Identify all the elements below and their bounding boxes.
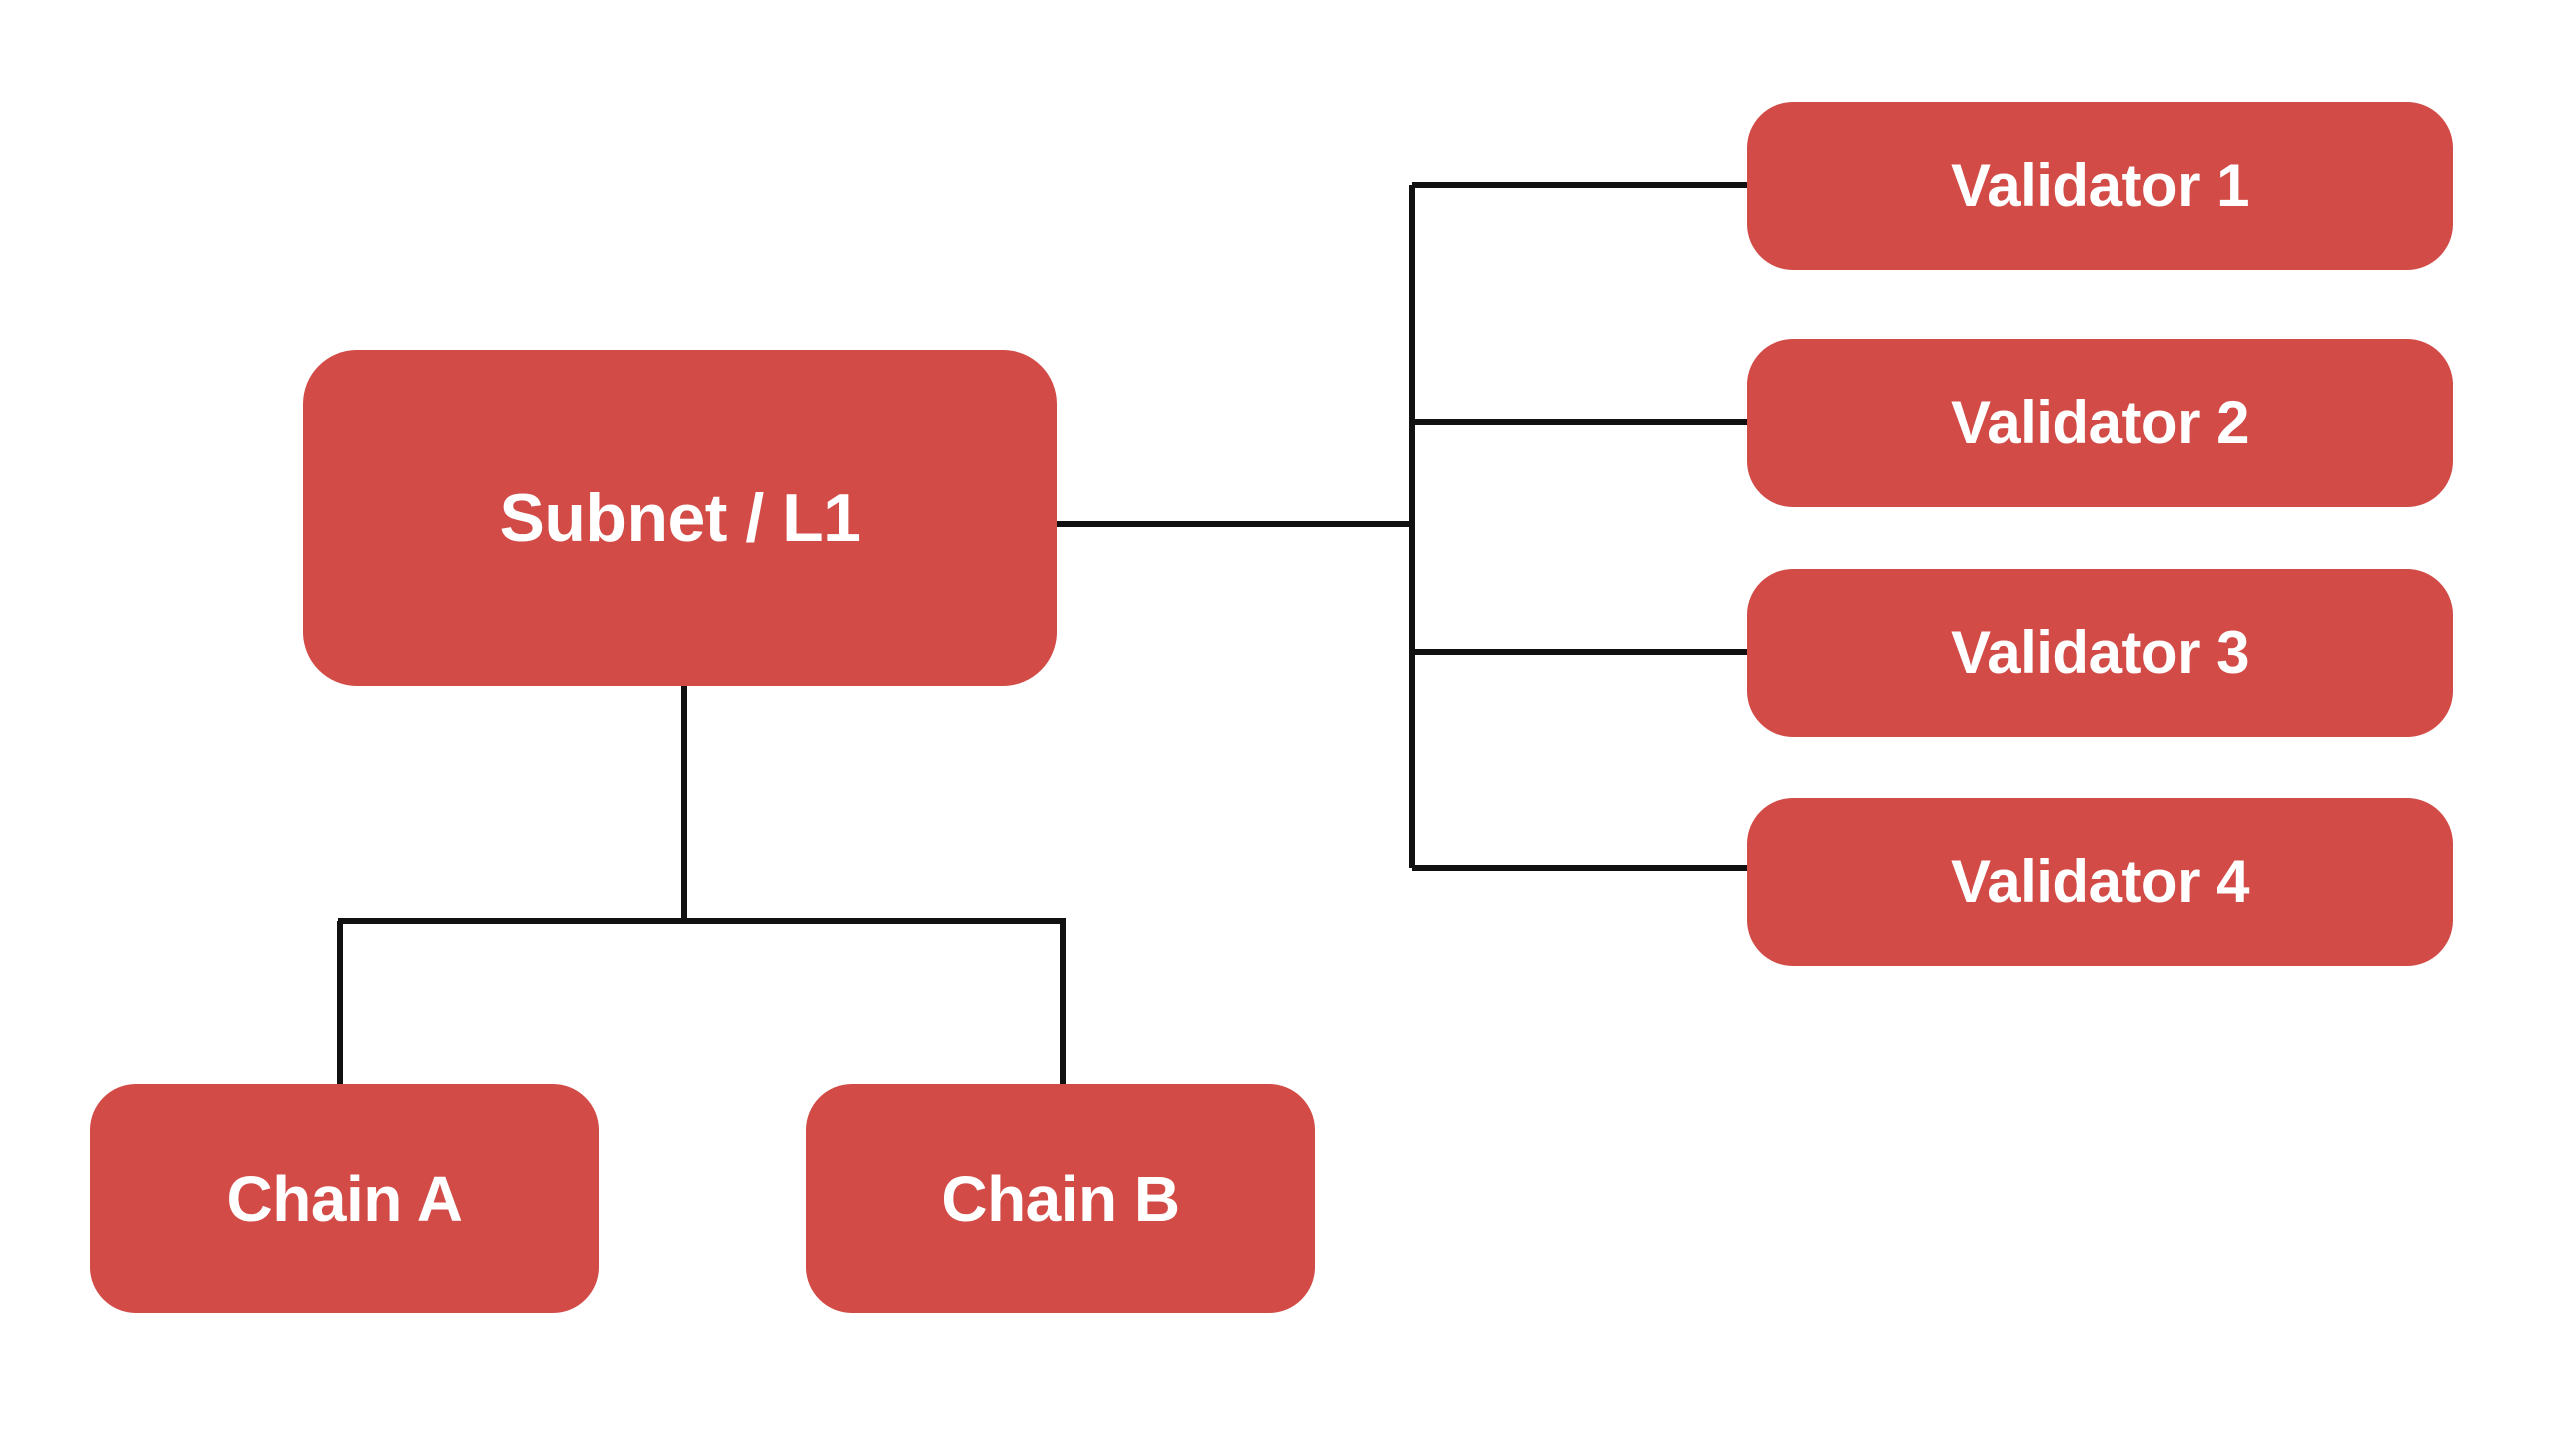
node-validator-4-label: Validator 4 <box>1951 848 2249 915</box>
node-chain-b-label: Chain B <box>941 1162 1180 1235</box>
node-validator-3[interactable]: Validator 3 <box>1747 569 2453 737</box>
node-validator-3-label: Validator 3 <box>1951 619 2249 686</box>
node-validator-2[interactable]: Validator 2 <box>1747 339 2453 507</box>
node-validator-4[interactable]: Validator 4 <box>1747 798 2453 966</box>
node-validator-1-label: Validator 1 <box>1951 152 2249 219</box>
node-chain-a-label: Chain A <box>226 1162 463 1235</box>
node-chain-b[interactable]: Chain B <box>806 1084 1315 1313</box>
node-validator-1[interactable]: Validator 1 <box>1747 102 2453 270</box>
node-chain-a[interactable]: Chain A <box>90 1084 599 1313</box>
node-subnet-l1[interactable]: Subnet / L1 <box>303 350 1057 686</box>
node-validator-2-label: Validator 2 <box>1951 389 2249 456</box>
node-subnet-l1-label: Subnet / L1 <box>499 480 861 556</box>
